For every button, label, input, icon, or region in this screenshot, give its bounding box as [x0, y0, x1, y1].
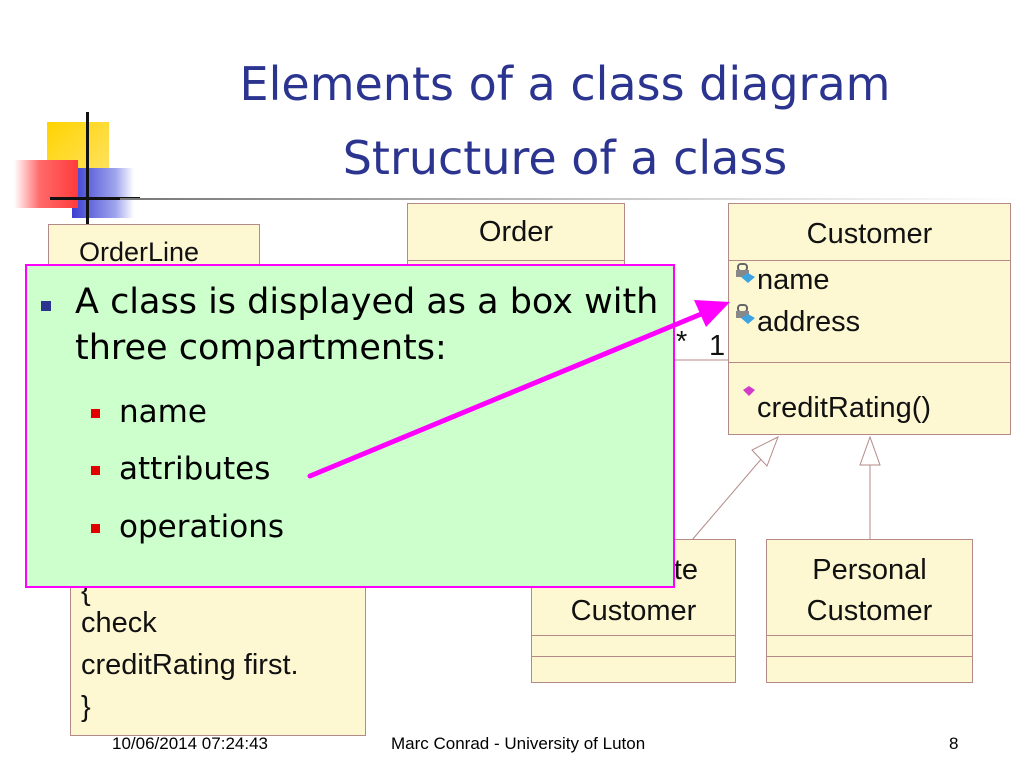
lock-icon: [736, 304, 755, 324]
decor-vertical-line: [86, 112, 89, 234]
decor-red-square: [14, 160, 78, 208]
note-line: {: [81, 575, 91, 607]
note-box: { check creditRating first. }: [70, 560, 366, 736]
title-underline: [120, 198, 1024, 200]
class-customer: Customer name address creditRating(): [728, 203, 1011, 435]
pointer-arrowhead: [694, 300, 730, 327]
callout-main-bullet: A class is displayed as a box with three…: [75, 282, 659, 368]
lock-icon: [736, 263, 755, 283]
class-corporate-divider-2: [532, 656, 735, 657]
generalization-arrowhead-personal: [859, 435, 881, 466]
class-personal-divider-1: [767, 635, 972, 636]
sub-bullet-square: [91, 466, 100, 475]
sub-bullet-name: name: [119, 394, 207, 430]
class-order-divider: [408, 260, 624, 261]
callout-box: A class is displayed as a box with three…: [25, 264, 675, 588]
note-line: check: [81, 607, 157, 639]
note-line: creditRating first.: [81, 649, 299, 681]
sub-bullet-operations: operations: [119, 509, 284, 545]
sub-bullet-square: [91, 524, 100, 533]
decor-blue-square: [72, 168, 134, 218]
class-personal-name-line1: Personal: [812, 554, 927, 586]
page-title-line2: Structure of a class: [342, 131, 788, 185]
sub-bullet-square: [91, 409, 100, 418]
class-order-name: Order: [478, 216, 554, 248]
class-personal-divider-2: [767, 656, 972, 657]
page-number: 8: [949, 734, 959, 753]
multiplicity-many: *: [676, 326, 688, 358]
class-personal-name-line2: Customer: [806, 595, 933, 627]
decor-horizontal-line: [50, 197, 140, 200]
class-orderline-name: OrderLine: [79, 237, 200, 267]
class-customer-name: Customer: [806, 218, 933, 250]
generalization-arrowhead-corporate: [751, 435, 779, 467]
page-title-line1: Elements of a class diagram: [239, 57, 891, 111]
footer-author: Marc Conrad - University of Luton: [391, 734, 646, 753]
class-corporate-name-line2: Customer: [570, 595, 697, 627]
multiplicity-one: 1: [709, 330, 726, 362]
operation-creditrating: creditRating(): [757, 392, 932, 424]
attribute-name: name: [757, 264, 830, 296]
bullet-square: [41, 301, 51, 311]
class-customer-divider-2: [729, 362, 1010, 363]
sub-bullet-attributes: attributes: [119, 451, 271, 487]
operation-icon: [743, 386, 755, 396]
generalization-line-corporate: [691, 456, 764, 541]
note-line: }: [81, 691, 91, 723]
attribute-address: address: [757, 306, 861, 338]
class-customer-divider-1: [729, 260, 1010, 261]
class-personal-customer: Personal Customer: [766, 539, 973, 683]
class-corporate-divider-1: [532, 635, 735, 636]
footer-date: 10/06/2014 07:24:43: [112, 734, 268, 753]
